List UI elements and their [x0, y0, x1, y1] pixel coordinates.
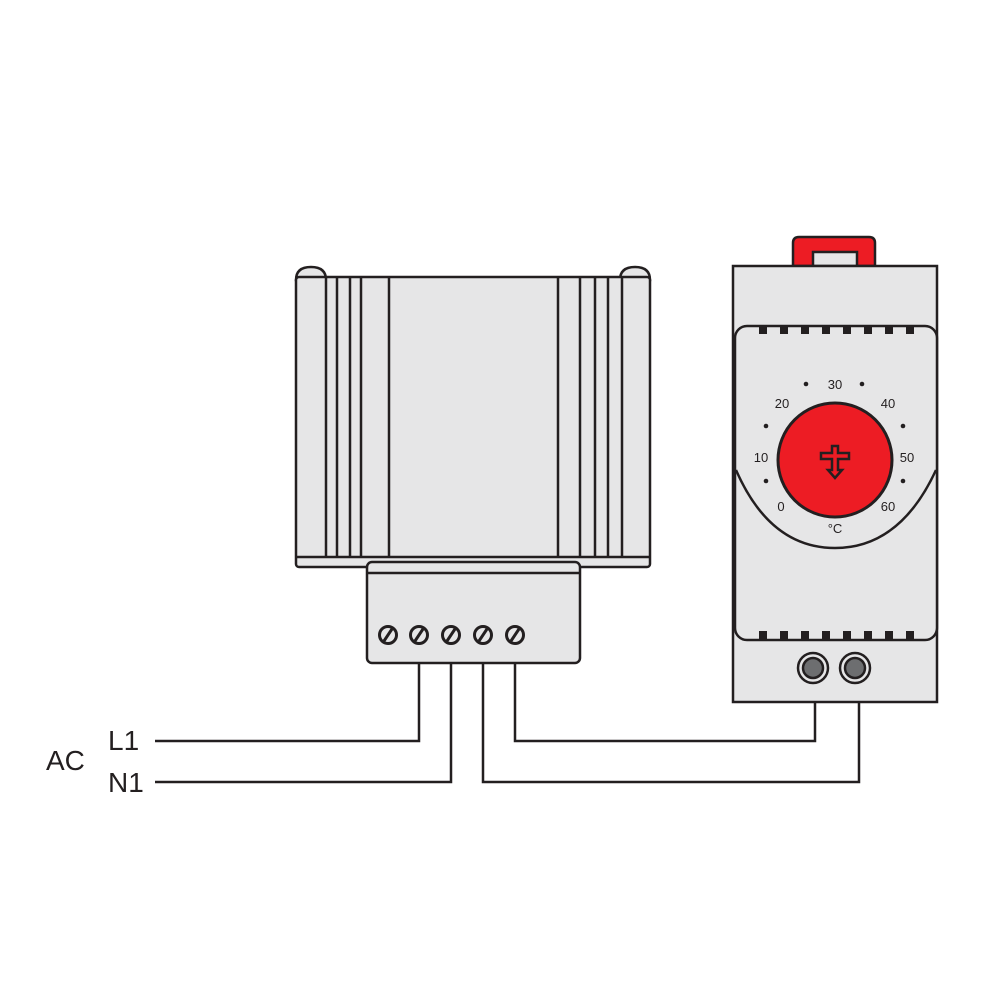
scale-label-50: 50: [900, 450, 914, 465]
screw-icon: [441, 625, 461, 645]
heater: [294, 265, 652, 665]
scale-label-30: 30: [828, 377, 842, 392]
screw-icon: [505, 625, 525, 645]
ac-label: AC: [46, 745, 85, 776]
scale-label-10: 10: [754, 450, 768, 465]
temperature-knob[interactable]: [776, 401, 894, 519]
heater-fins: [296, 277, 650, 559]
thermostat: [731, 235, 939, 704]
scale-label-0: 0: [777, 499, 784, 514]
wire-n1: [155, 640, 453, 784]
heating-symbol-icon: [819, 444, 851, 480]
dial-arc: [734, 469, 938, 550]
l1-label: L1: [108, 725, 139, 756]
unit-label: °C: [828, 521, 843, 536]
scale-dots: [763, 381, 906, 484]
wire-l1: [155, 640, 421, 743]
screw-icon: [409, 625, 429, 645]
scale-label-20: 20: [775, 396, 789, 411]
button-left[interactable]: [796, 651, 830, 685]
temperature-scale: 0 10 20 30 40 50 60 °C: [754, 377, 914, 536]
screw-icon: [473, 625, 493, 645]
wires: [155, 640, 861, 784]
wire-thermostat-a: [513, 640, 817, 743]
scale-label-40: 40: [881, 396, 895, 411]
wire-thermostat-b: [481, 640, 861, 784]
screw-icon: [378, 625, 398, 645]
terminal-screws: [378, 625, 525, 645]
n1-label: N1: [108, 767, 144, 798]
scale-label-60: 60: [881, 499, 895, 514]
vent-teeth: [759, 325, 914, 640]
terminal-block: [365, 560, 582, 665]
button-right[interactable]: [838, 651, 872, 685]
